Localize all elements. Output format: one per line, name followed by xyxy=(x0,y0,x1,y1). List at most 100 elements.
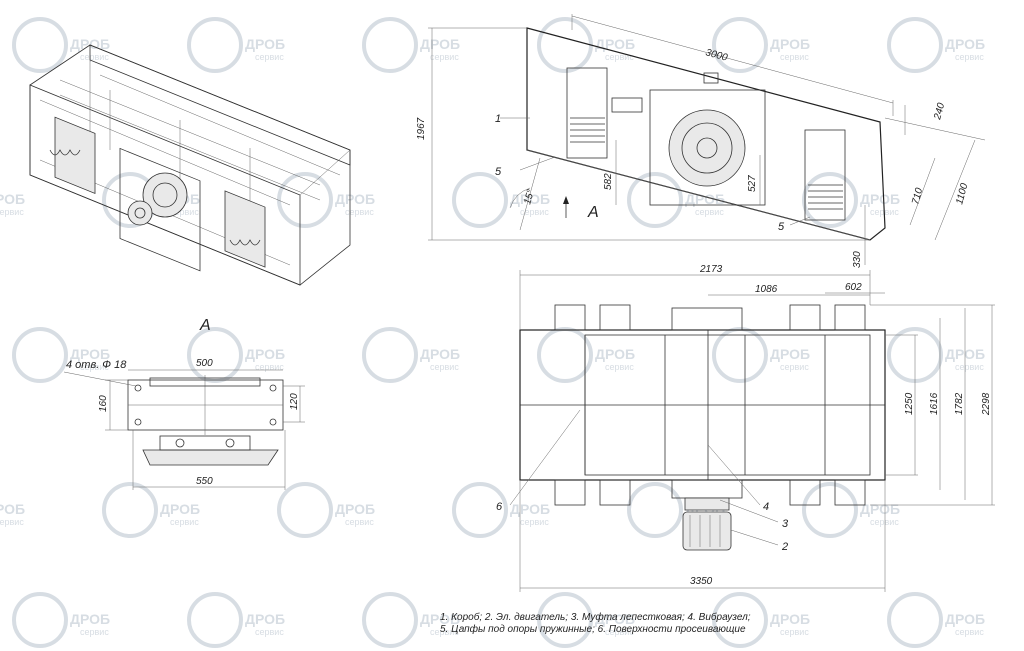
dim-2298: 2298 xyxy=(981,392,992,416)
svg-text:ДРОБ: ДРОБ xyxy=(510,501,550,517)
svg-text:ДРОБ: ДРОБ xyxy=(245,346,285,362)
callout-5-right: 5 xyxy=(778,221,785,233)
svg-text:сервис: сервис xyxy=(605,52,634,62)
dim-length: 3000 xyxy=(704,47,729,63)
svg-text:ДРОБ: ДРОБ xyxy=(595,36,635,52)
watermark-layer: ДРОБсервисДРОБсервисДРОБсервисДРОБсервис… xyxy=(0,17,985,648)
svg-text:сервис: сервис xyxy=(0,517,24,527)
svg-text:ДРОБ: ДРОБ xyxy=(70,346,110,362)
callout-1: 1 xyxy=(495,113,501,125)
svg-text:ДРОБ: ДРОБ xyxy=(595,611,635,627)
svg-text:сервис: сервис xyxy=(870,517,899,527)
svg-text:ДРОБ: ДРОБ xyxy=(420,36,460,52)
svg-text:сервис: сервис xyxy=(605,362,634,372)
svg-text:ДРОБ: ДРОБ xyxy=(245,611,285,627)
svg-text:ДРОБ: ДРОБ xyxy=(945,36,985,52)
svg-text:ДРОБ: ДРОБ xyxy=(420,611,460,627)
svg-text:сервис: сервис xyxy=(780,627,809,637)
dim-2173: 2173 xyxy=(699,264,723,275)
dim-120: 120 xyxy=(289,393,300,410)
svg-text:сервис: сервис xyxy=(955,52,984,62)
dim-602: 602 xyxy=(845,282,862,293)
svg-text:сервис: сервис xyxy=(255,627,284,637)
dim-710: 710 xyxy=(910,186,925,205)
svg-text:ДРОБ: ДРОБ xyxy=(70,36,110,52)
legend-line-1: 1. Короб; 2. Эл. двигатель; 3. Муфта леп… xyxy=(440,612,751,623)
callout-6: 6 xyxy=(496,501,503,513)
dim-240: 240 xyxy=(932,101,947,121)
svg-text:сервис: сервис xyxy=(345,207,374,217)
parts-legend: 1. Короб; 2. Эл. двигатель; 3. Муфта леп… xyxy=(440,612,840,636)
svg-text:сервис: сервис xyxy=(955,362,984,372)
view-a-detail xyxy=(63,369,305,490)
svg-text:ДРОБ: ДРОБ xyxy=(770,36,810,52)
svg-text:сервис: сервис xyxy=(170,517,199,527)
svg-text:сервис: сервис xyxy=(520,207,549,217)
callout-3: 3 xyxy=(782,518,789,530)
side-view xyxy=(428,14,986,265)
svg-text:ДРОБ: ДРОБ xyxy=(0,191,25,207)
svg-text:сервис: сервис xyxy=(255,362,284,372)
svg-text:сервис: сервис xyxy=(605,627,634,637)
svg-text:ДРОБ: ДРОБ xyxy=(420,346,460,362)
svg-text:ДРОБ: ДРОБ xyxy=(510,191,550,207)
dim-1616: 1616 xyxy=(929,392,940,415)
svg-text:ДРОБ: ДРОБ xyxy=(685,191,725,207)
svg-text:сервис: сервис xyxy=(430,52,459,62)
svg-text:сервис: сервис xyxy=(430,627,459,637)
svg-text:сервис: сервис xyxy=(520,517,549,527)
svg-text:сервис: сервис xyxy=(430,362,459,372)
svg-text:сервис: сервис xyxy=(695,207,724,217)
vibrator-plate xyxy=(649,89,766,206)
svg-text:ДРОБ: ДРОБ xyxy=(770,611,810,627)
dim-527: 527 xyxy=(747,175,758,192)
svg-text:сервис: сервис xyxy=(80,362,109,372)
dim-1782: 1782 xyxy=(954,392,965,415)
svg-text:ДРОБ: ДРОБ xyxy=(860,191,900,207)
svg-text:сервис: сервис xyxy=(0,207,24,217)
svg-text:ДРОБ: ДРОБ xyxy=(595,346,635,362)
dim-height: 1967 xyxy=(416,117,427,140)
dim-1086: 1086 xyxy=(755,284,778,295)
svg-text:сервис: сервис xyxy=(255,52,284,62)
svg-text:ДРОБ: ДРОБ xyxy=(70,611,110,627)
isometric-view xyxy=(29,44,351,286)
svg-text:сервис: сервис xyxy=(80,627,109,637)
view-a-title: A xyxy=(199,317,211,334)
hole-note: 4 отв. Ф 18 xyxy=(66,359,127,371)
svg-text:сервис: сервис xyxy=(170,207,199,217)
svg-text:ДРОБ: ДРОБ xyxy=(945,611,985,627)
svg-text:ДРОБ: ДРОБ xyxy=(0,501,25,517)
dim-3350: 3350 xyxy=(690,576,713,587)
svg-text:сервис: сервис xyxy=(780,362,809,372)
svg-text:ДРОБ: ДРОБ xyxy=(160,501,200,517)
plan-view xyxy=(509,270,995,592)
svg-text:сервис: сервис xyxy=(780,52,809,62)
callout-4: 4 xyxy=(763,501,769,513)
svg-text:ДРОБ: ДРОБ xyxy=(770,346,810,362)
legend-line-2: 5. Цапфы под опоры пружинные; 6. Поверхн… xyxy=(440,624,746,635)
